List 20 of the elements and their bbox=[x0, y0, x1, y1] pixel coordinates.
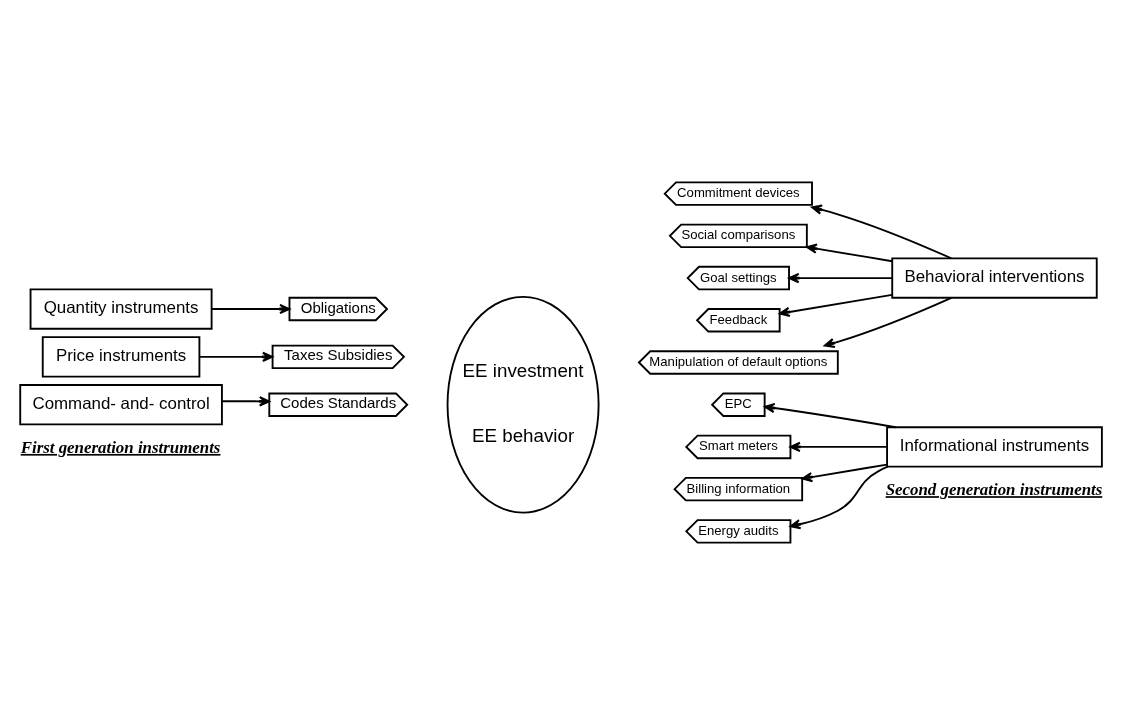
label: First generation instruments bbox=[20, 437, 221, 457]
arrow bbox=[789, 465, 889, 529]
arrow bbox=[806, 243, 894, 262]
label: Second generation instruments bbox=[885, 479, 1103, 499]
node-ellipse: EE investment EE behavior bbox=[446, 295, 600, 514]
arrow bbox=[788, 272, 894, 283]
arrow bbox=[789, 441, 888, 452]
node-box: Command- and- control bbox=[19, 383, 223, 425]
node-box: Quantity instruments bbox=[29, 287, 213, 330]
arrow bbox=[811, 204, 953, 259]
arrow bbox=[778, 293, 893, 317]
node-box: Behavioral interventions bbox=[891, 256, 1098, 299]
node-box: Informational instruments bbox=[886, 425, 1103, 468]
arrow bbox=[801, 463, 888, 482]
arrow bbox=[210, 303, 291, 314]
arrow bbox=[221, 395, 271, 406]
node-box: Price instruments bbox=[41, 335, 201, 377]
arrow bbox=[763, 402, 897, 428]
arrow bbox=[198, 351, 274, 362]
arrow bbox=[823, 296, 953, 348]
